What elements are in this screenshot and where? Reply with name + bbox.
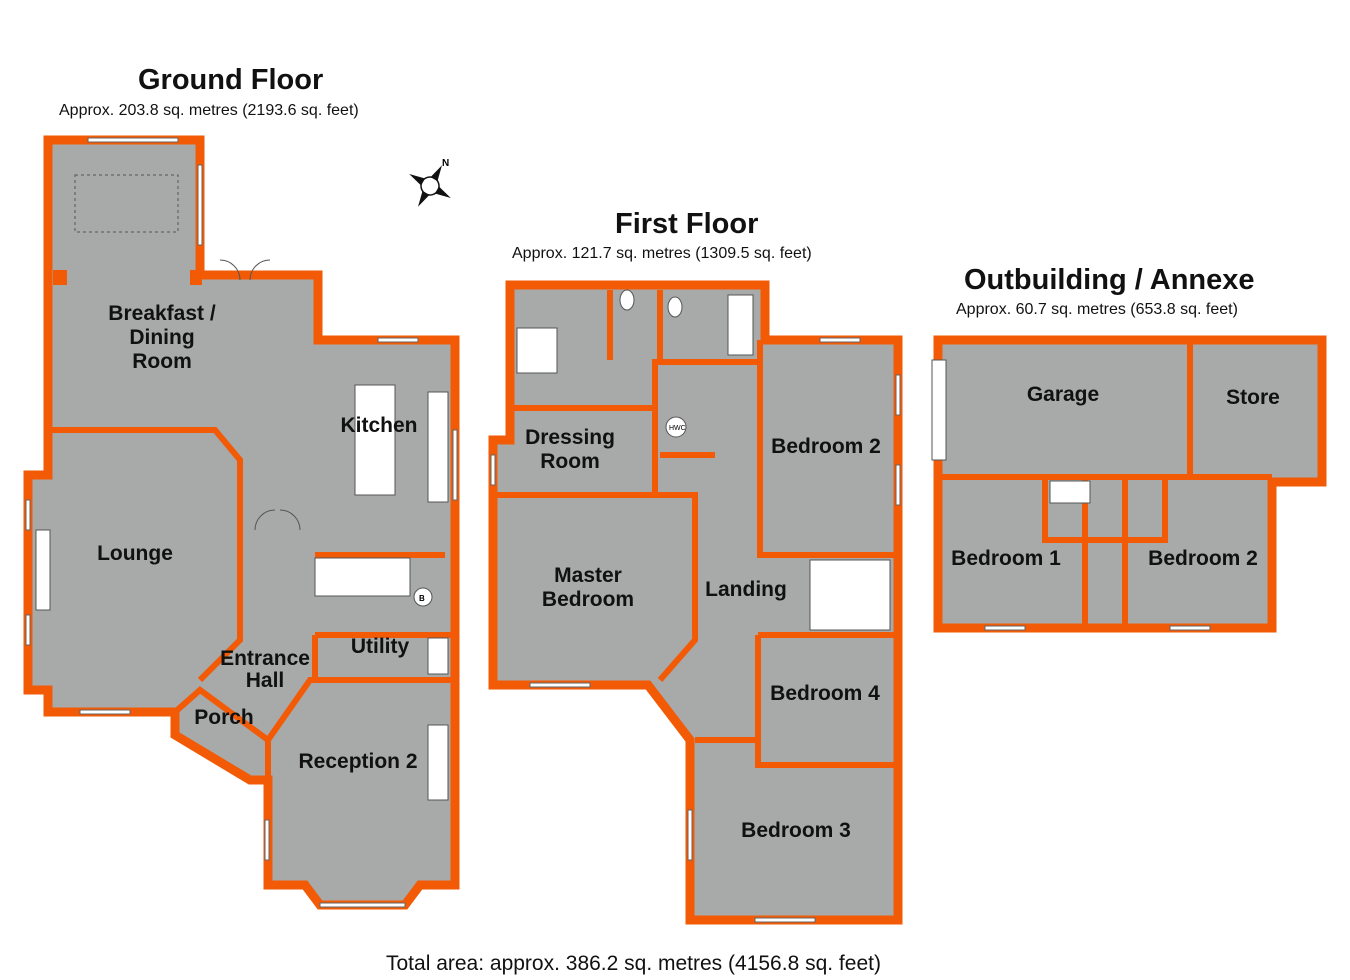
first-floor-area: Approx. 121.7 sq. metres (1309.5 sq. fee… [512,245,812,262]
boiler-label: B [419,594,425,603]
room-label-dressing-room: Room [540,450,600,473]
window [895,374,901,416]
window [895,464,901,506]
room-label-landing: Landing [705,578,787,601]
room-label-utility: Utility [351,635,410,658]
toilet [667,296,683,318]
room-label-entrance: Entrance [220,647,310,670]
room-label-porch: Porch [194,706,254,729]
garage-door [931,359,947,461]
outbuilding-area: Approx. 60.7 sq. metres (653.8 sq. feet) [956,301,1238,318]
utility-counter [427,637,449,675]
room-label-garage: Garage [1027,383,1099,406]
room-label-bedroom-2: Bedroom 2 [771,435,881,458]
window [687,809,693,861]
window [819,337,861,343]
room-label-master-bedroom: Bedroom [542,588,634,611]
window [1169,625,1211,631]
room-label-annexe-bedroom-2: Bedroom 2 [1148,547,1258,570]
first-floor-plan: HWC Dressing Room Bedroom 2 Master Bedro… [488,280,903,925]
staircase [314,557,411,597]
fireplace [427,724,449,801]
kitchen-island [354,384,396,496]
window [264,819,270,861]
room-label-bedroom-4: Bedroom 4 [770,682,880,705]
bath [727,294,754,356]
room-label-master: Master [554,564,622,587]
room-label-room: Room [132,350,192,373]
kitchen-counter [427,391,449,503]
compass-icon [409,165,451,207]
window [754,917,816,923]
room-label-kitchen: Kitchen [340,414,417,437]
window [452,429,458,501]
ground-floor-area: Approx. 203.8 sq. metres (2193.6 sq. fee… [59,102,359,119]
room-label-dressing: Dressing [525,426,615,449]
window [529,682,591,688]
room-label-store: Store [1226,386,1280,409]
window [25,499,31,531]
hot-water-cylinder [665,416,687,438]
outbuilding-plan: Garage Store Bedroom 1 Bedroom 2 [931,335,1327,633]
room-label-bedroom-3: Bedroom 3 [741,819,851,842]
room-label-dining: Dining [129,326,194,349]
outbuilding-title: Outbuilding / Annexe [964,264,1255,296]
window [377,337,419,343]
room-label-reception-2: Reception 2 [298,750,417,773]
roof-lantern [74,174,179,233]
room-label-annexe-bedroom-1: Bedroom 1 [951,547,1061,570]
hwc-label: HWC [669,425,686,432]
window [490,454,496,486]
shower [516,327,558,374]
room-label-breakfast: Breakfast / [108,302,216,325]
shower [1049,480,1091,504]
fireplace [35,529,51,611]
outbuilding-outline [933,335,1327,633]
window [319,902,406,908]
window [25,614,31,646]
first-floor-title: First Floor [615,208,759,240]
compass-north-label: N [442,158,449,169]
toilet [619,289,635,311]
staircase [809,559,891,631]
ground-floor-plan: B Breakfast / Dining Room Kitchen Lounge… [23,135,460,910]
room-label-lounge: Lounge [97,542,173,565]
room-label-hall: Hall [246,669,285,692]
boiler [413,587,433,607]
window [87,137,179,143]
ground-floor-title: Ground Floor [138,64,324,96]
window [984,625,1026,631]
window [197,164,203,246]
window [79,709,131,715]
total-area: Total area: approx. 386.2 sq. metres (41… [386,952,881,975]
